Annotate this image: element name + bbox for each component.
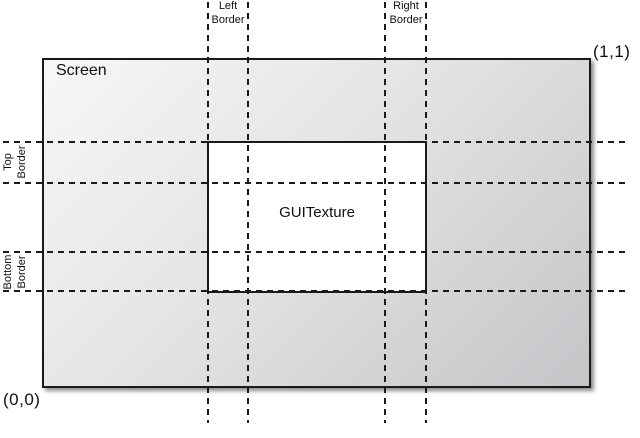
- left-border-label: Left Border: [211, 0, 245, 26]
- origin-coordinate-label: (0,0): [3, 390, 41, 409]
- top-border-inner-dashed-line: [3, 182, 630, 184]
- guitexture-rect: [207, 141, 427, 293]
- screen-label: Screen: [56, 62, 107, 79]
- top-border-label: Top Border: [2, 145, 28, 179]
- top-right-coordinate-label: (1,1): [593, 42, 631, 61]
- left-border-outer-dashed-line: [207, 2, 209, 423]
- guitexture-label: GUITexture: [279, 204, 355, 221]
- right-border-label: Right Border: [389, 0, 423, 26]
- right-border-inner-dashed-line: [384, 2, 386, 423]
- bottom-border-label: Bottom Border: [2, 254, 28, 290]
- top-border-outer-dashed-line: [3, 141, 630, 143]
- left-border-inner-dashed-line: [247, 2, 249, 423]
- bottom-border-outer-dashed-line: [3, 290, 630, 292]
- bottom-border-inner-dashed-line: [3, 251, 630, 253]
- right-border-outer-dashed-line: [425, 2, 427, 423]
